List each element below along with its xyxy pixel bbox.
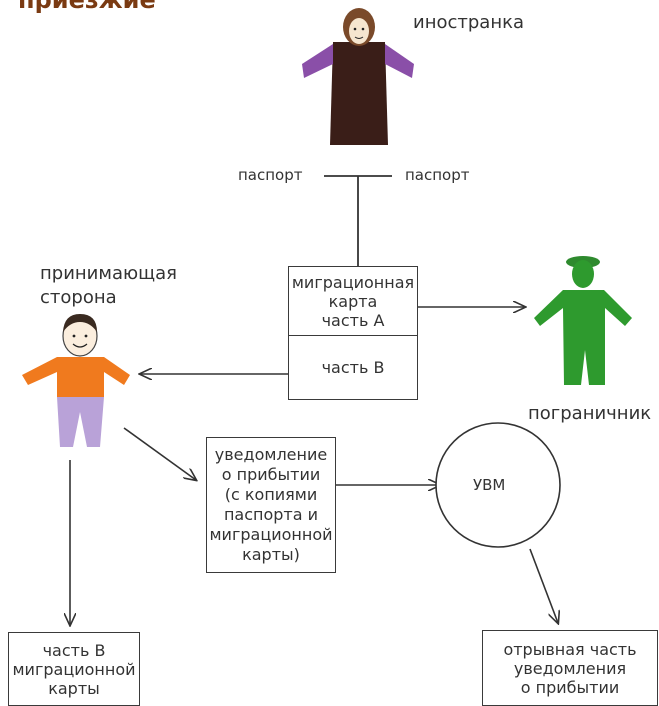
border-guard-figure	[534, 256, 632, 385]
foreigner-figure	[302, 8, 414, 145]
border-guard-label: пограничник	[528, 403, 652, 424]
migration-card-part-a: миграционная карта часть А	[288, 266, 418, 337]
host-label: принимающая сторона	[40, 263, 177, 308]
arrival-notice-box: уведомление о прибытии (с копиями паспор…	[206, 437, 336, 573]
foreigner-label: иностранка	[413, 12, 524, 33]
passport-label-left: паспорт	[238, 166, 303, 184]
title-fragment: приезжие	[18, 0, 156, 14]
passport-label-right: паспорт	[405, 166, 470, 184]
host-figure	[22, 314, 130, 447]
host-kept-part-b-box: часть В миграционной карты	[8, 632, 140, 706]
uvm-label: УВМ	[473, 476, 506, 494]
migration-card-part-b: часть В	[288, 335, 418, 400]
detachable-part-box: отрывная часть уведомления о прибытии	[482, 630, 658, 706]
uvm-circle	[435, 422, 561, 548]
